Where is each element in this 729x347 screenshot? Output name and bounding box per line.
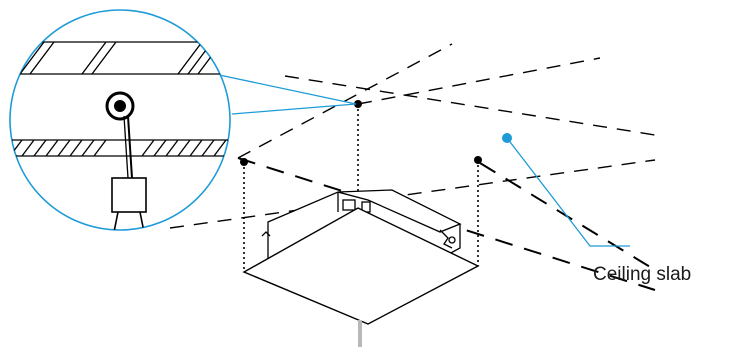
ceiling-slab-callout [502, 133, 630, 247]
magnifier-callout-lines [204, 71, 357, 115]
hook-bolt-icon [105, 91, 135, 179]
hanger-bracket-icon [111, 177, 147, 230]
magnifier-detail [9, 9, 231, 231]
anchor-points [240, 100, 482, 166]
decorative-panel [242, 207, 480, 325]
lower-slab-hatch [10, 139, 230, 157]
ceiling-slab-label: Ceiling slab [593, 264, 691, 285]
